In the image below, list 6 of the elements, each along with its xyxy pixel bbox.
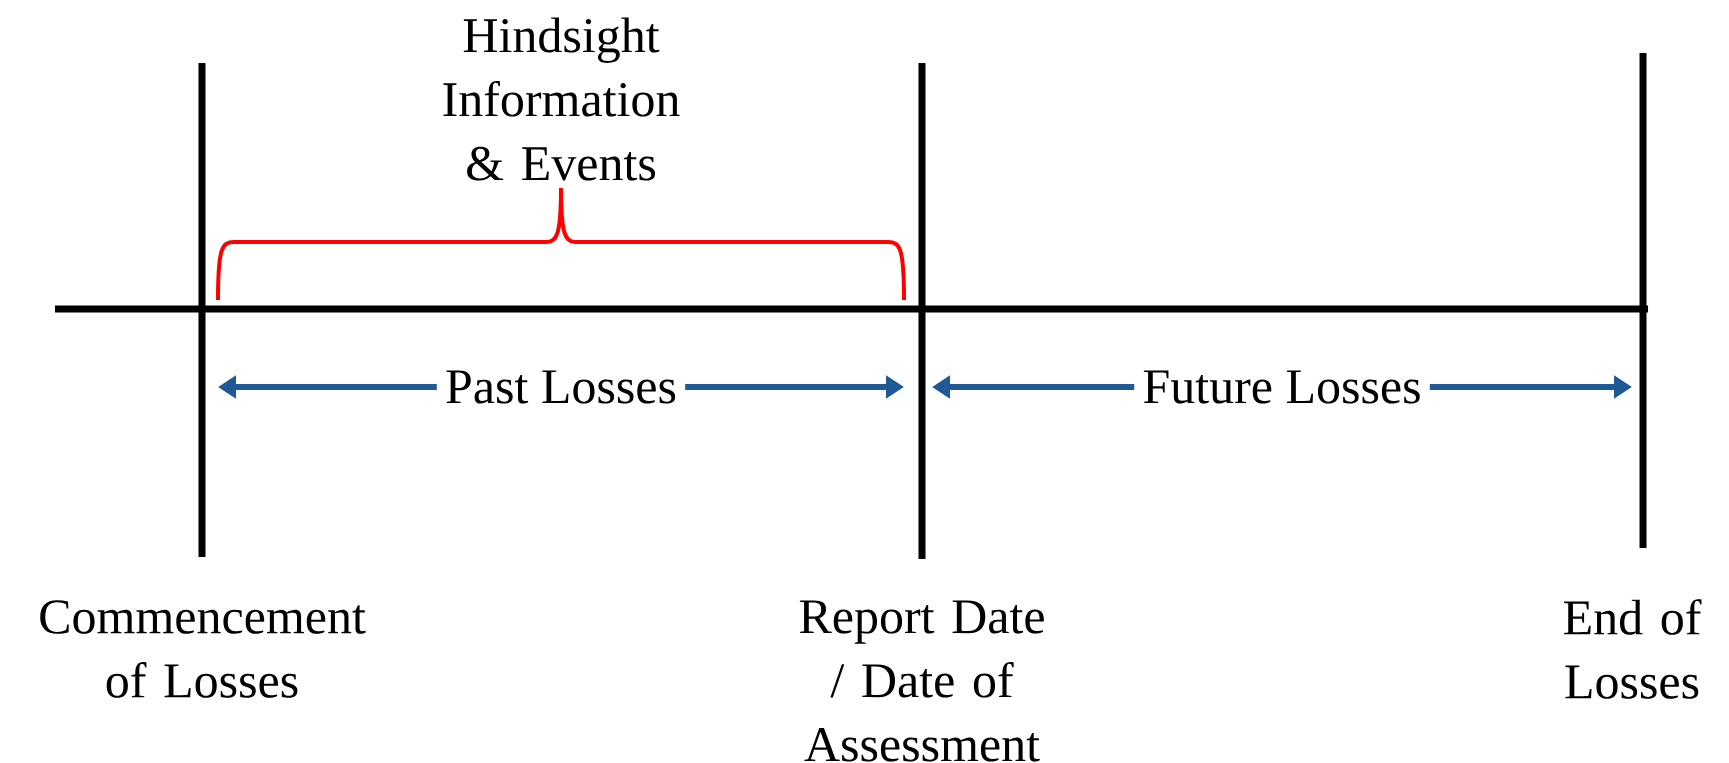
milestone-label: Commencement of Losses: [40, 600, 366, 698]
hindsight-label: Hindsight Information & Events: [443, 17, 680, 181]
segment-label: Past Losses: [446, 370, 676, 404]
milestone-label: End of Losses: [1564, 599, 1702, 699]
milestone-label: Report Date / Date of Assessment: [799, 600, 1044, 762]
segment-label: Future Losses: [1143, 370, 1420, 404]
